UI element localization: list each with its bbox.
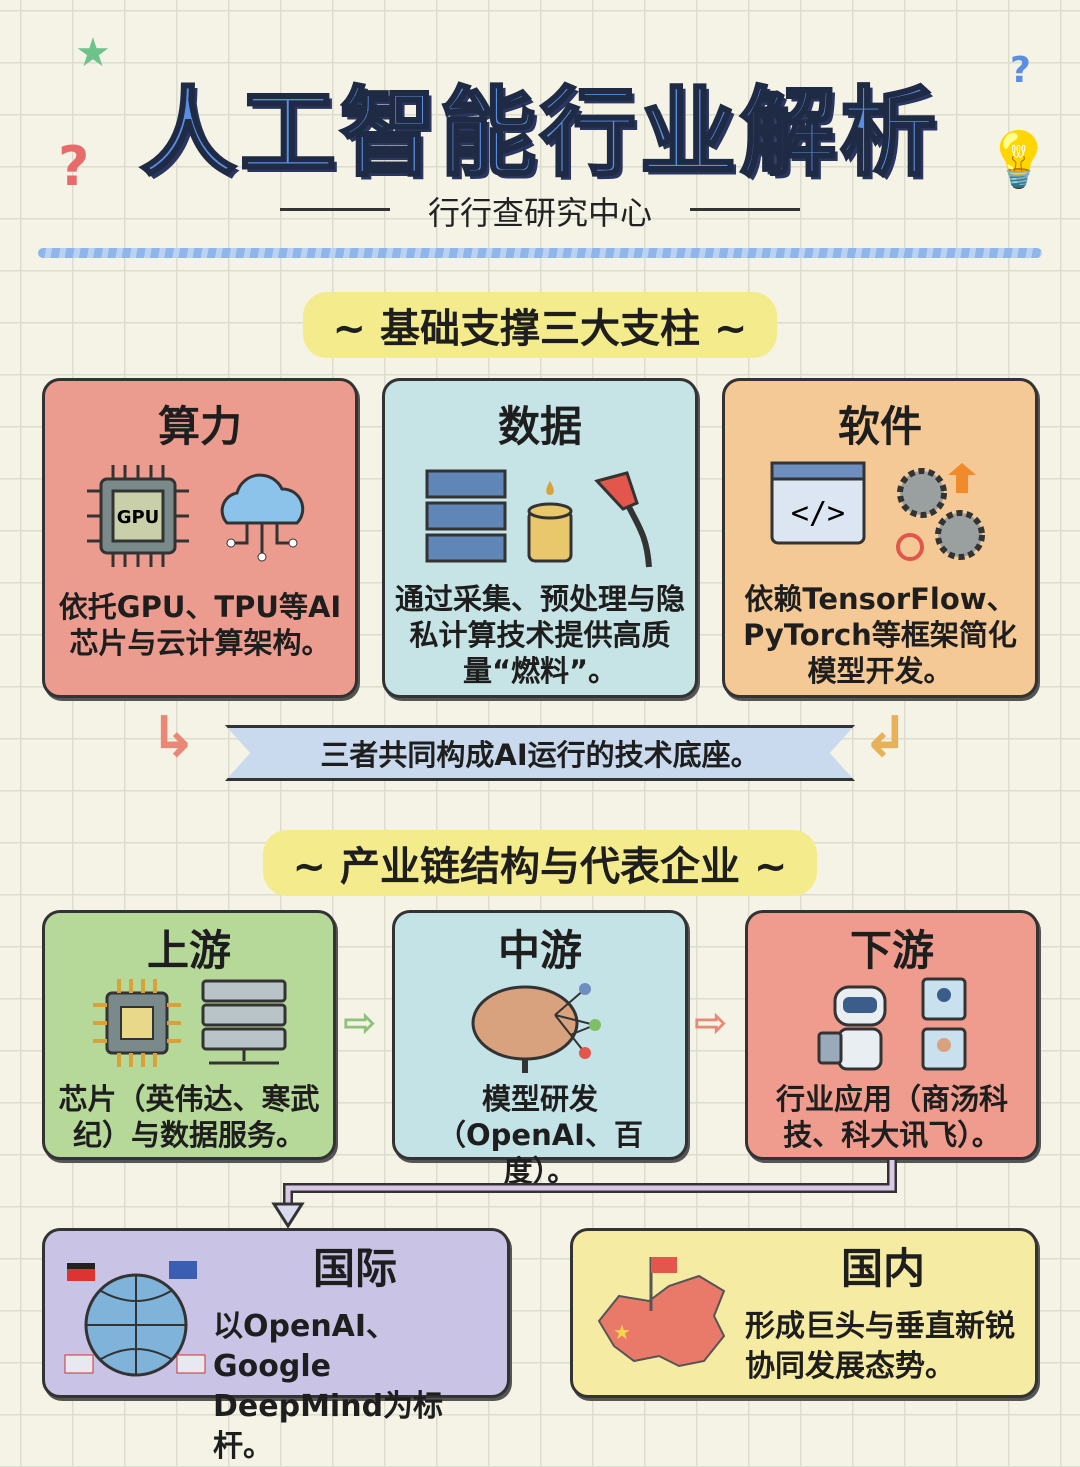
chain-card-downstream: 下游 行业应用（商汤科技、科大讯飞）。 [745, 910, 1039, 1160]
server-stack-icon [425, 469, 507, 563]
code-window-icon: </> [770, 461, 866, 545]
region-card-international: 国际 以OpenAI、Google DeepMind为标杆。 [42, 1228, 510, 1464]
region-card-domestic: ★ 国内 形成巨头与垂直新锐协同发展态势。 [570, 1228, 1038, 1398]
divider [280, 208, 390, 211]
card-title: 算力 [157, 402, 242, 451]
connector-arrow [271, 1160, 897, 1229]
card-text: 形成巨头与垂直新锐协同发展态势。 [745, 1309, 1015, 1384]
gears-icon [896, 463, 985, 561]
pillar-card-data: 数据 通过采集、预处理与隐私计算技术提供高质量“燃料”。 [382, 378, 698, 698]
arrow-right-icon: ⇨ [694, 1000, 728, 1046]
fuel-nozzle-icon [594, 471, 652, 568]
cloud-icon [220, 473, 305, 562]
gpu-chip-icon: GPU [87, 465, 189, 567]
section-heading-pillars: ~ 基础支撑三大支柱 ~ [0, 292, 1080, 358]
arrow-right-icon: ⇨ [343, 1000, 377, 1046]
arrow-right-icon: ↳ [150, 705, 197, 770]
chip-icon [93, 979, 181, 1067]
card-text: 行业应用（商汤科技、科大讯飞）。 [775, 1082, 1008, 1152]
database-icon [527, 481, 573, 563]
summary-ribbon: 三者共同构成AI运行的技术底座。 [225, 725, 855, 781]
card-text: 模型研发（OpenAI、百度）。 [437, 1082, 643, 1188]
card-title: 上游 [146, 926, 231, 975]
divider [690, 208, 800, 211]
china-map-icon: ★ [597, 1257, 726, 1368]
robot-icon [817, 985, 887, 1071]
card-text: 以OpenAI、Google DeepMind为标杆。 [213, 1309, 444, 1464]
svg-text:GPU: GPU [117, 507, 160, 528]
card-text: 依赖TensorFlow、PyTorch等框架简化模型开发。 [743, 582, 1017, 688]
card-title: 国际 [313, 1244, 398, 1293]
globe-flags-icon [64, 1261, 206, 1377]
svg-text:</>: </> [791, 496, 845, 531]
decor-question-icon: ? [1010, 50, 1031, 91]
card-title: 软件 [837, 402, 922, 451]
brain-network-icon [471, 983, 601, 1073]
page-title: 人工智能行业解析 [139, 76, 940, 191]
card-title: 国内 [841, 1244, 926, 1293]
pillar-card-software: 软件 </> 依赖TensorFlow、PyTorch等框架简化模型开发。 [722, 378, 1038, 698]
arrow-left-icon: ↲ [862, 705, 909, 770]
server-icon [201, 979, 287, 1065]
chain-card-upstream: 上游 芯片（英伟达、寒武纪）与数据服务。 [42, 910, 336, 1160]
decor-star-icon: ★ [75, 30, 111, 76]
card-text: 依托GPU、TPU等AI芯片与云计算架构。 [58, 590, 342, 660]
card-title: 下游 [849, 926, 934, 975]
lightbulb-icon: 💡 [985, 128, 1053, 191]
decor-question-icon: ? [58, 135, 90, 198]
title-divider [38, 248, 1042, 258]
card-text: 通过采集、预处理与隐私计算技术提供高质量“燃料”。 [394, 582, 685, 688]
section-heading-chain: ~ 产业链结构与代表企业 ~ [0, 830, 1080, 896]
users-icon [921, 977, 967, 1071]
pillar-card-compute: 算力 GPU 依托GPU、TPU等AI芯片与云计算架构。 [42, 378, 358, 698]
subtitle: 行行查研究中心 [427, 194, 652, 232]
card-title: 中游 [497, 926, 582, 975]
card-title: 数据 [497, 402, 582, 451]
chain-card-midstream: 中游 模型研发（OpenAI、百度）。 [392, 910, 688, 1188]
svg-text:★: ★ [613, 1320, 631, 1344]
card-text: 芯片（英伟达、寒武纪）与数据服务。 [58, 1082, 320, 1152]
